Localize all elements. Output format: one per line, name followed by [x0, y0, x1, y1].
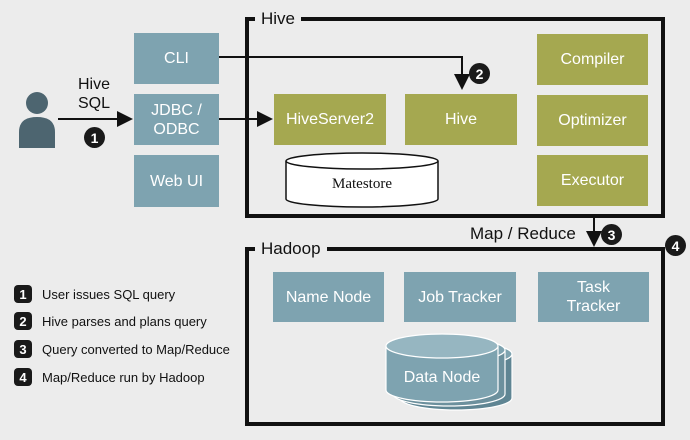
jdbc-label: JDBC / — [151, 101, 202, 119]
map-reduce-label: Map / Reduce — [470, 224, 576, 243]
legend-number: 2 — [14, 312, 32, 330]
cli-box: CLI — [134, 33, 219, 84]
odbc-label: ODBC — [153, 120, 200, 138]
jdbc-odbc-box: JDBC / ODBC — [134, 94, 219, 145]
compiler-label: Compiler — [560, 51, 625, 68]
hive-frame-title: Hive — [255, 9, 302, 29]
legend-text: Map/Reduce run by Hadoop — [42, 369, 205, 385]
cli-label: CLI — [164, 50, 189, 67]
legend-item: 1 User issues SQL query — [14, 284, 175, 304]
step-1-marker: 1 — [84, 127, 105, 148]
hadoop-frame-title: Hadoop — [255, 239, 327, 259]
job-tracker-box: Job Tracker — [404, 272, 516, 322]
step-3-marker: 3 — [601, 224, 622, 245]
name-node-label: Name Node — [285, 288, 372, 306]
step-4-marker: 4 — [665, 235, 686, 256]
optimizer-box: Optimizer — [537, 95, 648, 146]
name-node-box: Name Node — [273, 272, 384, 322]
compiler-box: Compiler — [537, 34, 648, 85]
web-ui-box: Web UI — [134, 155, 219, 207]
hive-sql-label-line1: Hive — [78, 76, 111, 93]
task-tracker-label-line1: Task — [577, 279, 610, 296]
legend-text: User issues SQL query — [42, 286, 176, 302]
legend-text: Hive parses and plans query — [42, 313, 207, 329]
legend-text: Query converted to Map/Reduce — [42, 341, 230, 357]
executor-label: Executor — [560, 172, 625, 189]
hiveserver2-label: HiveServer2 — [285, 111, 375, 128]
data-node-label: Data Node — [403, 369, 481, 386]
task-tracker-box: Task Tracker — [538, 272, 649, 322]
task-tracker-label-line2: Tracker — [566, 298, 621, 315]
hive-frame — [245, 17, 665, 218]
web-ui-label: Web UI — [149, 172, 204, 190]
step-2-marker: 2 — [469, 63, 490, 84]
hive-driver-label: Hive — [444, 111, 477, 128]
optimizer-label: Optimizer — [558, 112, 627, 129]
arrow-cli-to-hive — [219, 56, 470, 90]
legend-item: 4 Map/Reduce run by Hadoop — [14, 367, 205, 387]
hiveserver2-box: HiveServer2 — [274, 94, 386, 145]
metastore-label: Matestore — [332, 176, 392, 192]
executor-box: Executor — [537, 155, 648, 206]
legend-item: 3 Query converted to Map/Reduce — [14, 339, 230, 359]
job-tracker-label: Job Tracker — [418, 288, 502, 306]
hadoop-frame — [245, 247, 665, 426]
legend-item: 2 Hive parses and plans query — [14, 311, 207, 331]
hive-driver-box: Hive — [405, 94, 517, 145]
legend-number: 4 — [14, 368, 32, 386]
legend-number: 3 — [14, 340, 32, 358]
hive-sql-label-line2: SQL — [78, 95, 111, 112]
legend-number: 1 — [14, 285, 32, 303]
